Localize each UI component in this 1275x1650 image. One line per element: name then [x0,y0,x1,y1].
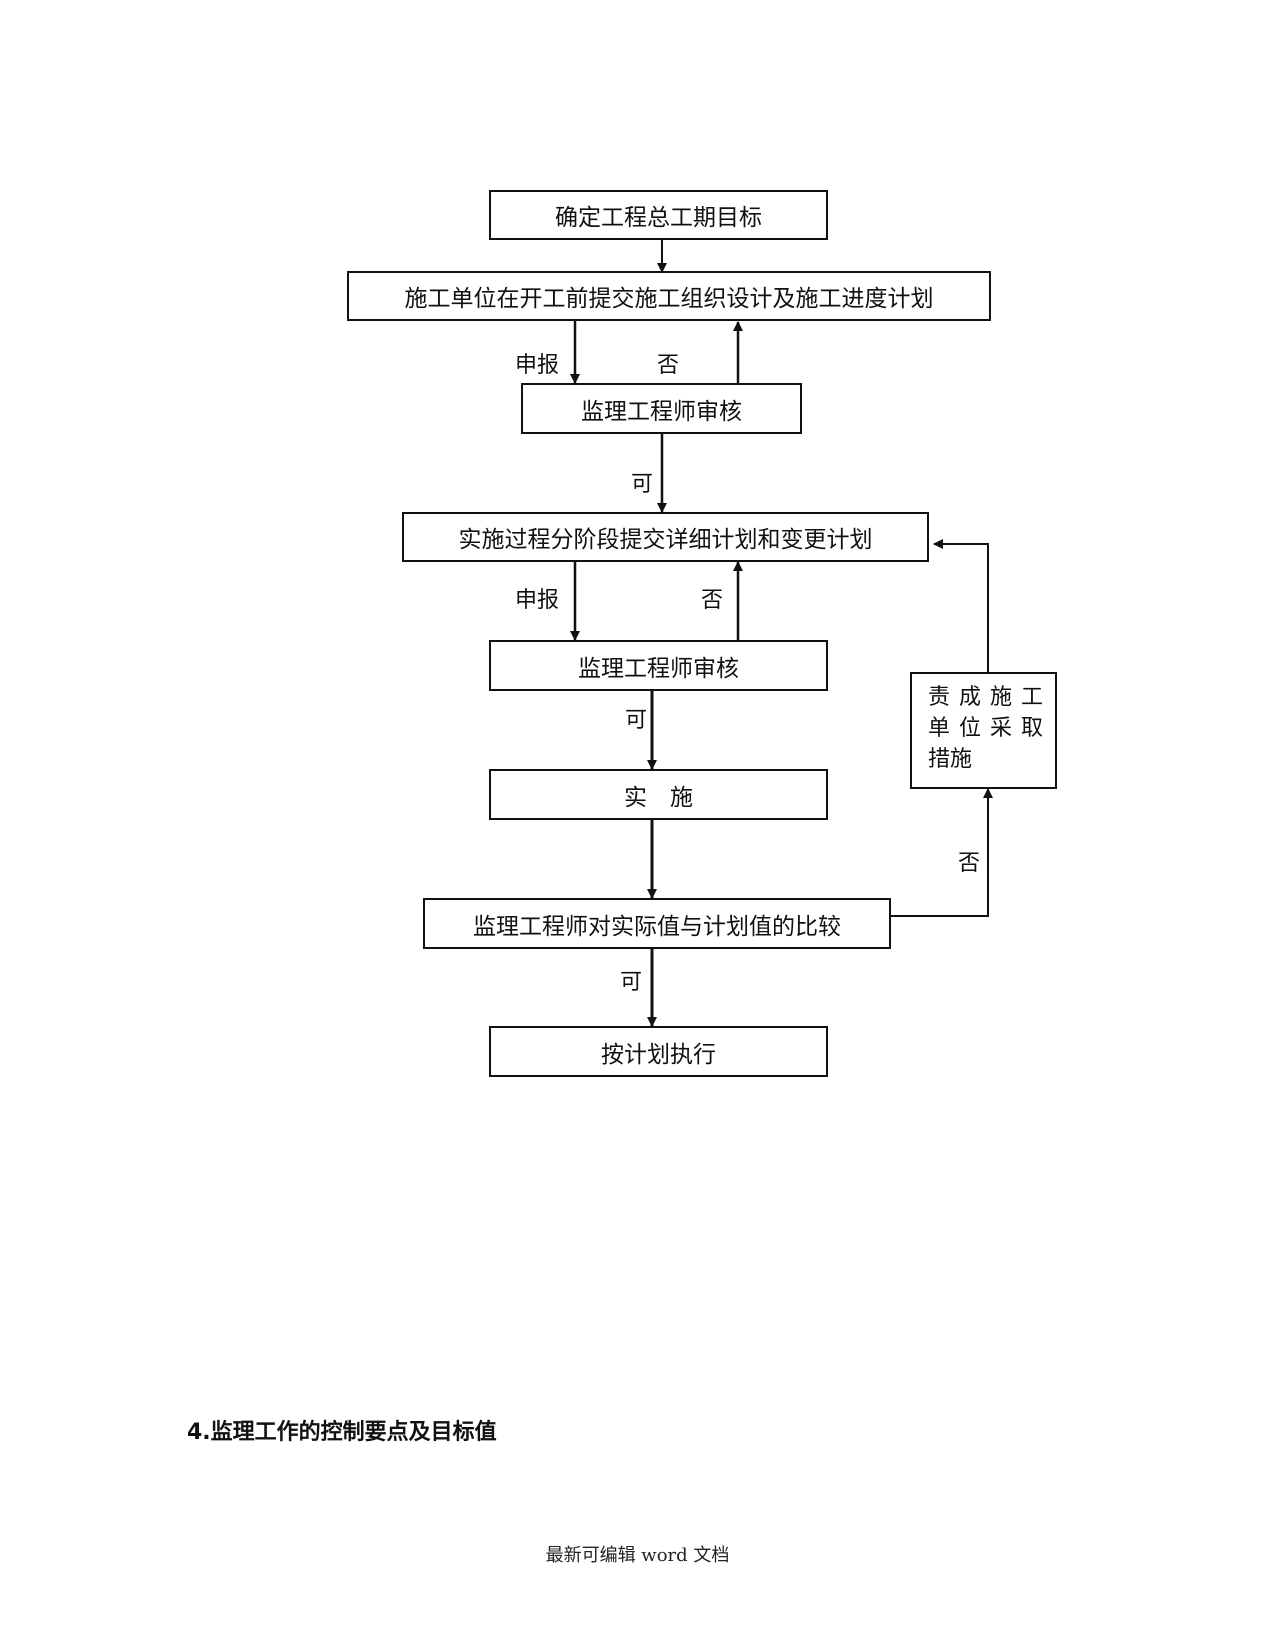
box-measures-char: 位 [958,716,981,741]
label-yes-3: 可 [620,970,643,995]
box-measures-char: 施 [989,685,1012,710]
box-corrective-measures: 责成施工 单位采取 措施 [910,672,1057,789]
box-goal: 确定工程总工期目标 [489,190,828,240]
box-measures-char: 成 [958,685,981,710]
box-measures-char: 采 [989,716,1012,741]
box-implement: 实 施 [489,769,828,820]
box-goal-text: 确定工程总工期目标 [555,205,762,231]
box-compare: 监理工程师对实际值与计划值的比较 [423,898,891,949]
box-review-2: 监理工程师审核 [489,640,828,691]
box-measures-line-3: 措施 [928,747,973,772]
box-submit-plan: 施工单位在开工前提交施工组织设计及施工进度计划 [347,271,991,321]
box-measures-char: 工 [1020,685,1043,710]
box-measures-char: 责 [928,685,951,710]
section-heading: 4.监理工作的控制要点及目标值 [187,1420,497,1445]
label-no-2: 否 [701,588,724,613]
page-footer: 最新可编辑 word 文档 [545,1545,730,1566]
box-execute-text: 按计划执行 [601,1041,716,1068]
label-yes-1: 可 [631,472,654,497]
box-review-1-text: 监理工程师审核 [581,398,742,425]
box-measures-char: 单 [928,716,951,741]
box-submit-plan-text: 施工单位在开工前提交施工组织设计及施工进度计划 [404,286,934,312]
box-implement-text: 实 施 [624,784,693,811]
label-no-1: 否 [657,353,680,378]
label-report-1: 申报 [515,353,560,378]
box-compare-text: 监理工程师对实际值与计划值的比较 [473,913,841,940]
box-review-1: 监理工程师审核 [521,383,802,434]
box-measures-char: 取 [1020,716,1043,741]
label-no-3: 否 [958,851,981,876]
box-review-2-text: 监理工程师审核 [578,655,739,682]
box-stage-plan: 实施过程分阶段提交详细计划和变更计划 [402,512,929,562]
box-execute: 按计划执行 [489,1026,828,1077]
box-measures-line-1: 责成施工 [928,682,1043,713]
label-report-2: 申报 [515,588,560,613]
box-stage-plan-text: 实施过程分阶段提交详细计划和变更计划 [458,527,873,553]
label-yes-2: 可 [625,708,648,733]
box-measures-line-2: 单位采取 [928,713,1043,744]
arrow-compare-to-measures [891,788,993,917]
arrow-measures-to-stage-plan [933,539,989,672]
